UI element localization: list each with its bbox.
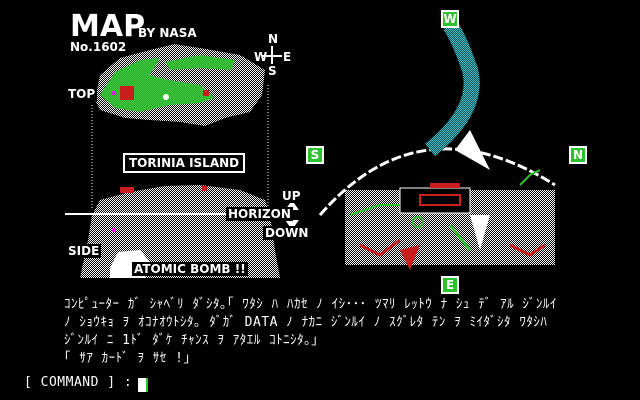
map-number: No.1602 <box>70 40 127 54</box>
direction-e-button[interactable]: E <box>441 276 459 294</box>
compass-s: S <box>266 64 279 78</box>
compass-rose-icon <box>262 46 282 66</box>
direction-n-button[interactable]: N <box>569 146 587 164</box>
compass-e: E <box>283 50 292 64</box>
message-line: ｼﾞﾝﾙｲ ﾆ 1ﾄﾞ ﾀﾞｹ ﾁｬﾝｽ ｦ ｱﾀｴﾙ ｺﾄﾆｼﾀ｡｣ <box>64 333 319 348</box>
island-name-box: TORINIA ISLAND <box>123 153 246 173</box>
compass-n: N <box>266 32 281 46</box>
message-line: ｢ ｻｱ ｶｰﾄﾞ ｦ ｻｾ !｣ <box>64 351 191 366</box>
direction-w-button[interactable]: W <box>441 10 459 28</box>
top-label: TOP <box>66 87 98 101</box>
up-label: UP <box>280 189 303 203</box>
dome-structure <box>318 20 556 270</box>
command-prompt: [ COMMAND ] : <box>24 375 133 390</box>
map-by-nasa: BY NASA <box>138 26 197 40</box>
command-input[interactable] <box>138 378 148 392</box>
horizon-label: HORIZON <box>226 207 293 221</box>
island-top-view <box>95 44 265 126</box>
side-label: SIDE <box>66 244 102 258</box>
compass-w: W <box>254 50 268 64</box>
direction-s-button[interactable]: S <box>306 146 324 164</box>
map-title: MAP <box>70 9 146 44</box>
down-label: DOWN <box>263 226 311 240</box>
atomic-bomb-label: ATOMIC BOMB !! <box>132 262 248 276</box>
message-line: ﾉ ｼｮｳｷｮ ｦ ｵｺﾅｵｳﾄｼﾀ｡ ﾀﾞｶﾞ DATA ﾉ ﾅｶﾆ ｼﾞﾝﾙ… <box>64 315 548 330</box>
message-line: ｺﾝﾋﾟｭｰﾀｰ ｶﾞ ｼｬﾍﾞﾘ ﾀﾞｼﾀ｡｢ ﾜﾀｼ ﾊ ﾊｶｾ ﾉ ｲｼ･… <box>64 297 557 312</box>
